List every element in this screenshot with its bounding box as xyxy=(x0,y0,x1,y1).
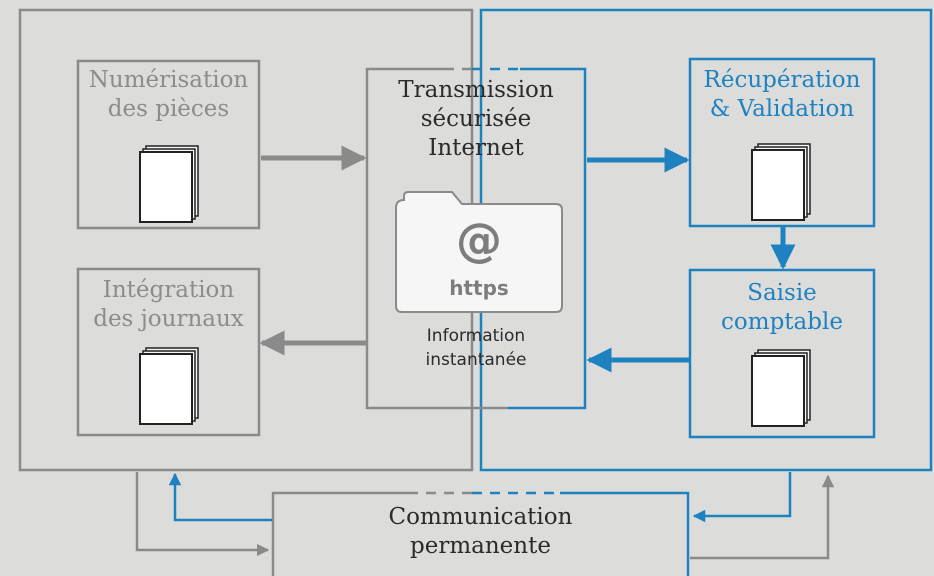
recovery-label: Récupération & Validation xyxy=(690,66,874,124)
recovery-box xyxy=(688,57,876,228)
transmission-box xyxy=(365,67,587,410)
integration-document-icon xyxy=(139,347,199,425)
entry-label-line2: comptable xyxy=(721,308,843,335)
info-label-line1: Information xyxy=(426,326,526,346)
recovery-label-line1: Récupération xyxy=(703,67,861,93)
communication-label: Communication permanente xyxy=(273,503,688,561)
integration-label-line1: Intégration xyxy=(102,277,235,303)
integration-label-line2: des journaux xyxy=(93,305,244,332)
transmission-label-line1: Transmission xyxy=(398,77,554,103)
client-to-communication-arrow xyxy=(135,472,270,557)
transmission-label: Transmission sécurisée Internet xyxy=(367,76,585,162)
scan-label-line2: des pièces xyxy=(107,95,230,122)
info-label: Information instantanée xyxy=(367,325,585,373)
communication-label-line1: Communication xyxy=(388,504,573,530)
recovery-document-icon xyxy=(751,143,811,221)
transmission-label-line2: sécurisée xyxy=(420,105,532,132)
communication-to-client-arrow xyxy=(168,472,272,522)
https-label: https xyxy=(449,276,509,300)
at-symbol-icon: @ xyxy=(456,213,502,267)
scan-document-icon xyxy=(139,145,199,223)
recovery-label-line2: & Validation xyxy=(709,95,855,122)
integration-box xyxy=(76,267,261,437)
communication-box xyxy=(271,491,690,576)
entry-label: Saisie comptable xyxy=(690,279,874,337)
communication-label-line2: permanente xyxy=(410,532,551,559)
entry-box xyxy=(688,268,876,439)
scan-label-line1: Numérisation xyxy=(88,67,249,93)
scan-label: Numérisation des pièces xyxy=(78,66,259,124)
entry-document-icon xyxy=(751,349,811,427)
firm-to-communication-arrow xyxy=(692,472,792,523)
entry-label-line1: Saisie xyxy=(747,280,817,306)
integration-label: Intégration des journaux xyxy=(78,276,259,334)
communication-to-firm-arrow xyxy=(690,474,835,560)
info-label-line2: instantanée xyxy=(425,349,527,370)
folder-icon xyxy=(395,191,563,313)
scan-box xyxy=(76,59,261,230)
transmission-label-line3: Internet xyxy=(428,134,524,161)
